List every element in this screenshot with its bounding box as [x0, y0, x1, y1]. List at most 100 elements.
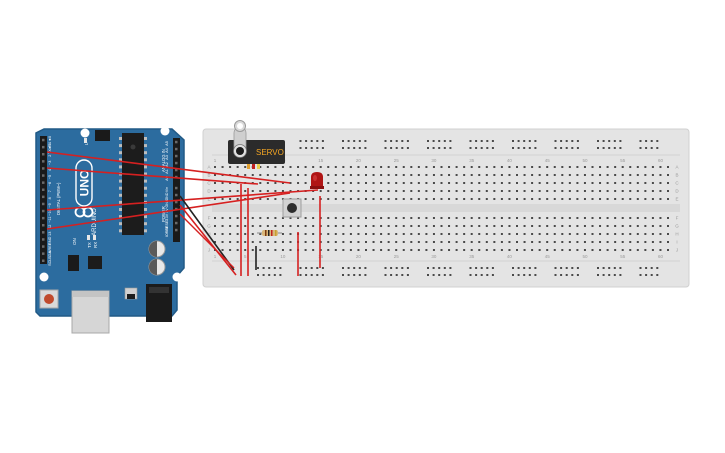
rail-hole[interactable] — [645, 274, 648, 276]
rail-hole[interactable] — [554, 274, 557, 276]
rail-hole[interactable] — [353, 140, 356, 142]
breadboard-hole[interactable] — [417, 174, 420, 176]
breadboard-hole[interactable] — [425, 241, 428, 243]
breadboard-hole[interactable] — [304, 174, 307, 176]
header-pin[interactable] — [175, 186, 178, 190]
wires[interactable] — [46, 151, 321, 276]
rail-hole[interactable] — [619, 274, 622, 276]
breadboard-hole[interactable] — [357, 166, 360, 168]
rail-hole[interactable] — [512, 274, 514, 276]
resistor[interactable] — [257, 230, 282, 236]
breadboard-hole[interactable] — [244, 249, 247, 251]
breadboard-hole[interactable] — [606, 225, 609, 227]
breadboard-hole[interactable] — [538, 249, 541, 251]
breadboard-hole[interactable] — [493, 198, 496, 200]
rail-hole[interactable] — [273, 274, 276, 276]
breadboard-hole[interactable] — [599, 225, 602, 227]
breadboard-hole[interactable] — [561, 249, 564, 251]
rail-hole[interactable] — [432, 140, 435, 142]
breadboard-hole[interactable] — [583, 166, 586, 168]
breadboard-hole[interactable] — [651, 241, 654, 243]
breadboard-hole[interactable] — [606, 217, 609, 219]
breadboard-hole[interactable] — [508, 166, 511, 168]
breadboard-hole[interactable] — [251, 174, 254, 176]
breadboard-hole[interactable] — [214, 217, 216, 219]
breadboard-hole[interactable] — [614, 217, 617, 219]
rail-hole[interactable] — [305, 267, 308, 269]
breadboard-hole[interactable] — [455, 174, 458, 176]
breadboard-hole[interactable] — [591, 190, 594, 192]
rail-hole[interactable] — [475, 267, 478, 269]
breadboard-hole[interactable] — [334, 174, 337, 176]
rail-hole[interactable] — [523, 267, 526, 269]
breadboard-hole[interactable] — [636, 198, 639, 200]
breadboard-hole[interactable] — [395, 182, 398, 184]
breadboard-hole[interactable] — [425, 174, 428, 176]
rail-hole[interactable] — [528, 267, 531, 269]
breadboard-hole[interactable] — [214, 233, 216, 235]
breadboard-hole[interactable] — [410, 249, 413, 251]
breadboard-hole[interactable] — [417, 249, 420, 251]
rail-hole[interactable] — [432, 274, 435, 276]
breadboard-hole[interactable] — [583, 198, 586, 200]
breadboard-hole[interactable] — [621, 249, 624, 251]
rail-hole[interactable] — [565, 267, 568, 269]
breadboard-hole[interactable] — [297, 225, 300, 227]
rail-hole[interactable] — [576, 267, 579, 269]
breadboard-hole[interactable] — [644, 190, 647, 192]
breadboard-hole[interactable] — [629, 233, 632, 235]
breadboard-hole[interactable] — [387, 217, 390, 219]
breadboard-hole[interactable] — [236, 233, 239, 235]
breadboard-hole[interactable] — [312, 217, 315, 219]
breadboard-hole[interactable] — [516, 182, 518, 184]
breadboard-hole[interactable] — [523, 166, 526, 168]
breadboard-hole[interactable] — [583, 174, 586, 176]
header-pin[interactable] — [42, 238, 45, 241]
breadboard-hole[interactable] — [636, 217, 639, 219]
breadboard-hole[interactable] — [312, 166, 315, 168]
breadboard-hole[interactable] — [455, 233, 458, 235]
breadboard[interactable]: 1155101015152020252530303535404045455050… — [202, 128, 690, 288]
breadboard-hole[interactable] — [380, 241, 383, 243]
rail-hole[interactable] — [480, 147, 483, 149]
rail-hole[interactable] — [613, 140, 616, 142]
rail-hole[interactable] — [395, 267, 398, 269]
header-pin[interactable] — [175, 221, 178, 225]
rail-hole[interactable] — [316, 274, 319, 276]
breadboard-hole[interactable] — [266, 198, 269, 200]
rail-hole[interactable] — [571, 140, 574, 142]
breadboard-hole[interactable] — [659, 182, 662, 184]
header-pin[interactable] — [42, 167, 45, 170]
rail-hole[interactable] — [475, 140, 478, 142]
rail-hole[interactable] — [406, 147, 409, 149]
rail-hole[interactable] — [342, 274, 344, 276]
breadboard-hole[interactable] — [402, 198, 405, 200]
breadboard-hole[interactable] — [500, 166, 503, 168]
breadboard-hole[interactable] — [425, 190, 428, 192]
breadboard-hole[interactable] — [334, 198, 337, 200]
breadboard-hole[interactable] — [583, 182, 586, 184]
rail-hole[interactable] — [619, 267, 622, 269]
rail-hole[interactable] — [613, 274, 616, 276]
rail-hole[interactable] — [650, 140, 653, 142]
rail-hole[interactable] — [401, 267, 404, 269]
breadboard-hole[interactable] — [621, 166, 624, 168]
header-pin[interactable] — [42, 181, 45, 184]
rail-hole[interactable] — [656, 274, 659, 276]
breadboard-hole[interactable] — [259, 198, 262, 200]
rail-hole[interactable] — [353, 274, 356, 276]
breadboard-hole[interactable] — [508, 241, 511, 243]
breadboard-hole[interactable] — [425, 249, 428, 251]
breadboard-hole[interactable] — [357, 233, 360, 235]
header-pin[interactable] — [42, 188, 45, 192]
breadboard-hole[interactable] — [259, 249, 262, 251]
breadboard-hole[interactable] — [629, 198, 632, 200]
breadboard-hole[interactable] — [312, 225, 315, 227]
breadboard-hole[interactable] — [244, 225, 247, 227]
header-pin[interactable] — [42, 153, 45, 156]
breadboard-hole[interactable] — [493, 174, 496, 176]
rail-hole[interactable] — [406, 274, 409, 276]
breadboard-hole[interactable] — [281, 225, 284, 227]
header-pin[interactable] — [175, 161, 178, 165]
breadboard-hole[interactable] — [599, 166, 602, 168]
